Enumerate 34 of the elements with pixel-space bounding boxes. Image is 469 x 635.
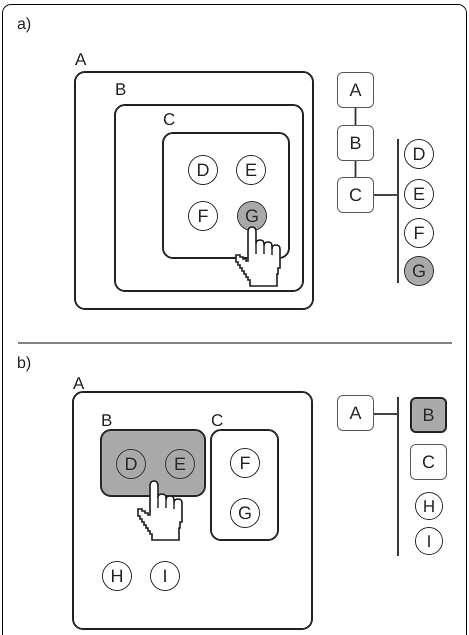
letter-circle: D bbox=[188, 155, 218, 185]
letter-circle: G bbox=[230, 498, 260, 528]
letter-circle: D bbox=[404, 139, 434, 169]
connector-line bbox=[354, 108, 356, 125]
letter-circle: F bbox=[404, 218, 434, 248]
group-label: B bbox=[101, 412, 112, 429]
letter-circle: F bbox=[188, 201, 218, 231]
letter-circle: F bbox=[230, 448, 260, 478]
tree-node-box: B bbox=[337, 125, 374, 161]
letter-circle: E bbox=[236, 155, 266, 185]
tree-node-box: A bbox=[337, 72, 374, 108]
letter-circle: E bbox=[404, 179, 434, 209]
tree-node-box: C bbox=[337, 177, 374, 213]
group-label: B bbox=[115, 81, 126, 98]
connector-line bbox=[354, 161, 356, 177]
group-label: C bbox=[163, 111, 176, 128]
letter-circle: H bbox=[415, 492, 443, 520]
letter-circle: E bbox=[165, 449, 195, 479]
tree-node-box: A bbox=[337, 395, 374, 431]
connector-line bbox=[374, 194, 397, 196]
group-label: A bbox=[75, 51, 86, 68]
connector-line bbox=[374, 413, 397, 415]
letter-circle: G bbox=[237, 201, 267, 231]
tree-node-box: C bbox=[410, 444, 447, 480]
group-label: A bbox=[73, 375, 84, 392]
letter-circle: I bbox=[415, 527, 443, 555]
tree-node-box: B bbox=[410, 397, 447, 433]
panel-label: a) bbox=[17, 17, 32, 33]
letter-circle: D bbox=[116, 449, 146, 479]
letter-circle: G bbox=[404, 256, 434, 286]
letter-circle: H bbox=[102, 561, 132, 591]
letter-circle: I bbox=[150, 561, 180, 591]
group-label: C bbox=[211, 412, 224, 429]
panel-label: b) bbox=[17, 356, 32, 372]
